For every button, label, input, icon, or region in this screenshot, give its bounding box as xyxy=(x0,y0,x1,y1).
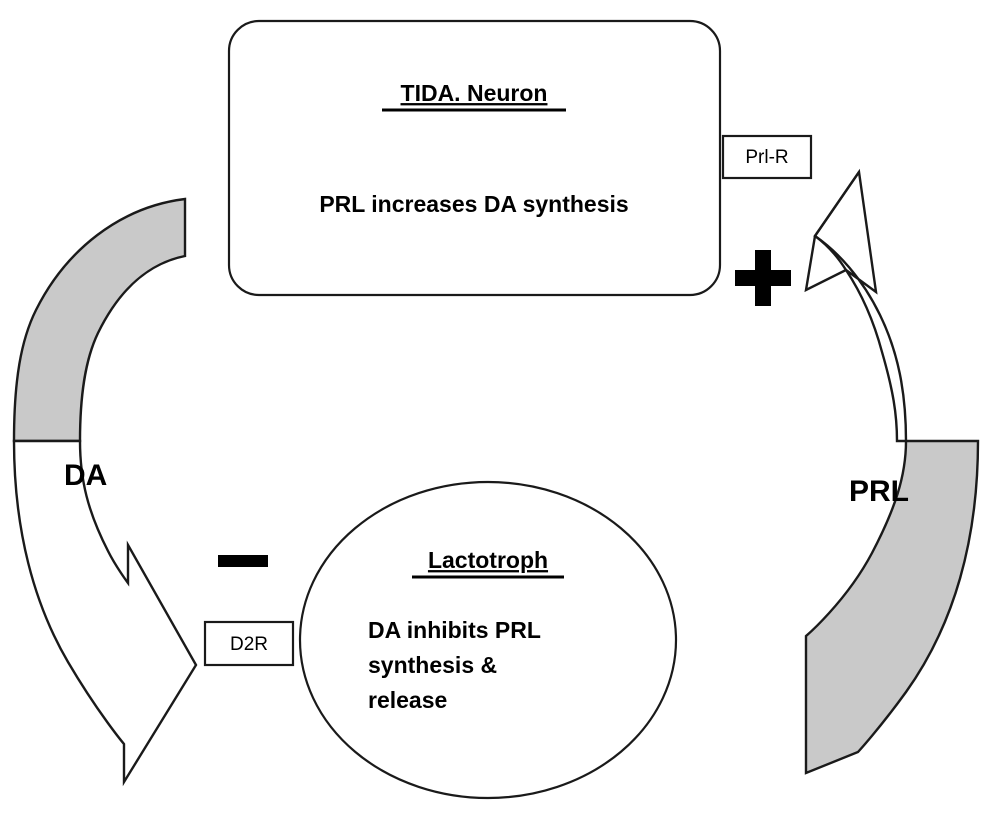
d2-receptor[interactable]: D2R xyxy=(203,620,295,667)
minus-sign-inhibition xyxy=(218,555,268,567)
prl-receptor-label: Prl-R xyxy=(745,147,788,168)
prl-flow-label: PRL xyxy=(849,475,909,508)
plus-sign-horizontal-bar xyxy=(735,270,791,286)
d2-receptor-box[interactable] xyxy=(203,620,295,667)
lactotroph-body-line3: release xyxy=(368,687,447,713)
da-arrow-white-segment xyxy=(12,439,198,787)
prl-receptor[interactable]: Prl-R xyxy=(721,134,813,180)
lactotroph-oval xyxy=(298,480,678,800)
d2-receptor-label: D2R xyxy=(230,634,268,655)
prl-arrowhead xyxy=(804,171,860,293)
prl-arrow-white-segment xyxy=(813,168,908,443)
da-flow-label: DA xyxy=(64,459,107,492)
da-flow-arrow xyxy=(12,197,198,787)
prl-flow-arrow xyxy=(804,168,980,775)
tida-neuron-heading: TIDA. Neuron xyxy=(401,80,548,106)
lactotroph-body-line2: synthesis & xyxy=(368,652,497,678)
plus-sign-stimulation xyxy=(735,250,791,306)
prl-receptor-box[interactable] xyxy=(721,134,813,180)
tida-neuron-box xyxy=(227,19,722,297)
prl-arrow-gray-segment xyxy=(804,439,980,775)
da-arrow-gray-segment xyxy=(12,197,187,443)
tida-neuron-body: PRL increases DA synthesis xyxy=(319,191,628,217)
lactotroph-heading: Lactotroph xyxy=(428,547,548,573)
lactotroph-body-line1: DA inhibits PRL xyxy=(368,617,541,643)
